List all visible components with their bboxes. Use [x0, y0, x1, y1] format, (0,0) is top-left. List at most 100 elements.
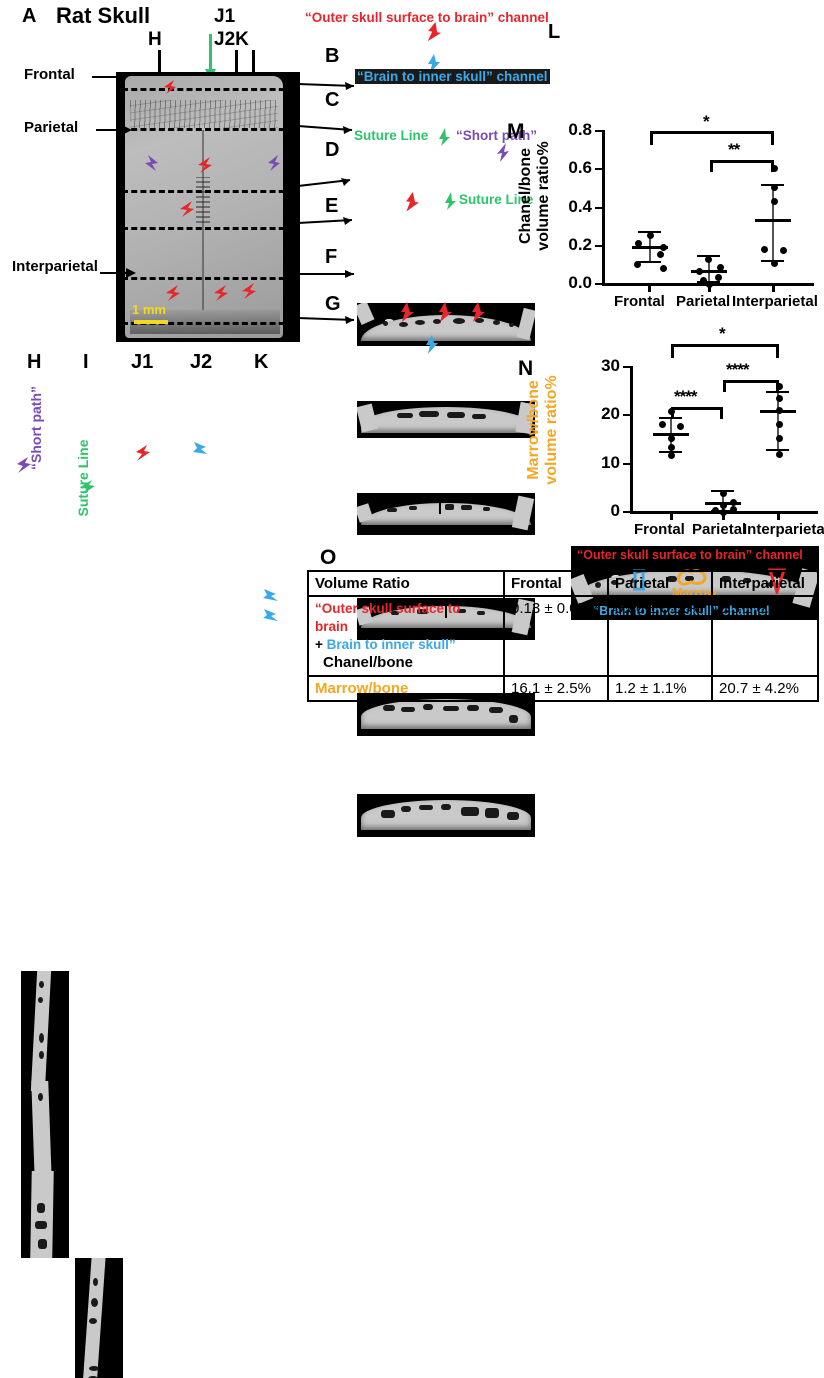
panel-a-title: Rat Skull	[56, 3, 151, 28]
marker-label-j2k: J2K	[214, 29, 249, 50]
table-cell-frontal-channel: 0.13 ± 0.05%	[503, 594, 609, 678]
section-line-d	[122, 190, 294, 193]
panel-m-point	[715, 274, 722, 281]
panel-m-point	[700, 277, 707, 284]
label-brain-to-inner-skull: Brain to inner skull”	[326, 636, 456, 652]
panel-n-point	[668, 444, 675, 451]
panel-g-red-arrow-1	[399, 302, 417, 329]
panel-m-point	[761, 246, 768, 253]
scale-bar-label: 1 mm	[132, 302, 166, 317]
red-arrow-interparietal-3	[238, 282, 257, 306]
panel-m-point	[634, 261, 641, 268]
panel-d-annotation-suture: Suture Line	[354, 128, 429, 143]
panel-n-ytick-30: 30	[601, 356, 620, 375]
panel-g-blue-arrow	[423, 334, 440, 360]
panel-m-xlabel-interparietal: Interparietal	[732, 293, 818, 310]
red-arrow-interparietal-1	[162, 284, 181, 308]
panel-label-e: E	[325, 195, 339, 217]
panel-n-point	[776, 383, 783, 390]
panel-m-bracket-frontal-interparietal	[650, 131, 774, 145]
section-line-b	[122, 88, 294, 91]
panel-g-image	[357, 794, 535, 837]
panel-d-purple-arrow	[494, 142, 511, 168]
red-arrow-frontal	[160, 79, 177, 101]
section-line-g	[122, 322, 294, 325]
marker-label-j1: J1	[214, 6, 236, 27]
panel-l-top-annotation: “Outer skull surface to brain” channel	[577, 548, 803, 562]
panel-g-red-arrow-2	[437, 302, 455, 329]
panel-k-blue-arrow-2	[261, 606, 281, 629]
panel-m-point	[780, 247, 787, 254]
red-arrow-interparietal-2	[210, 284, 229, 308]
panel-m-ytick-0.0: 0.0	[568, 273, 592, 292]
panel-m-ytick-0.6: 0.6	[568, 158, 592, 177]
panel-label-n: N	[518, 357, 534, 380]
table-cell-interparietal-channel: 0.3 ± 0.2%	[711, 594, 819, 678]
panel-n-point	[776, 421, 783, 428]
scale-bar	[134, 320, 168, 324]
table-header-parietal: Parietal	[607, 570, 713, 597]
region-label-frontal: Frontal	[24, 66, 75, 83]
panel-k-blue-arrow-1	[261, 586, 281, 609]
panel-m-point	[647, 232, 654, 239]
panel-m-point	[635, 240, 642, 247]
panel-e-red-arrow	[404, 191, 422, 219]
panel-label-j1: J1	[131, 351, 154, 373]
panel-label-a: A	[22, 5, 37, 27]
panel-m-point	[696, 268, 703, 275]
region-arrow-interparietal	[100, 266, 136, 285]
table-cell-parietal-channel: 0.06 ± 0.05%	[607, 594, 713, 678]
panel-label-i: I	[83, 351, 89, 373]
panel-m-point	[771, 165, 778, 172]
red-arrow-parietal-mid	[194, 156, 213, 180]
leader-lines-b-to-g	[297, 82, 355, 324]
panel-m-point	[657, 251, 664, 258]
panel-label-b: B	[325, 45, 340, 67]
table-header-frontal: Frontal	[503, 570, 609, 597]
label-channel-bone: Chanel/bone	[323, 653, 414, 671]
panel-n-point	[730, 499, 737, 506]
panel-n-xlabel-frontal: Frontal	[634, 521, 685, 538]
panel-n-bracket-frontal-parietal	[671, 407, 723, 419]
panel-label-l: L	[548, 21, 561, 43]
marker-label-h: H	[148, 29, 162, 50]
label-plus: +	[315, 636, 327, 652]
panel-e-green-arrow	[443, 191, 458, 216]
panel-b-red-arrow	[426, 21, 444, 49]
panel-label-d: D	[325, 139, 340, 161]
label-outer-skull-to-brain: “Outer skull surface to brain	[315, 601, 461, 634]
panel-m-xlabel-parietal: Parietal	[676, 293, 731, 310]
panel-b-bottom-annotation: “Brain to inner skull” channel	[355, 69, 550, 84]
panel-d-annotation-shortpath: “Short path”	[456, 128, 537, 143]
panel-b-top-annotation: “Outer skull surface to brain” channel	[305, 10, 549, 25]
panel-n-bracket-frontal-interparietal	[671, 344, 779, 358]
panel-n-point	[776, 407, 783, 414]
panel-e-annotation-suture: Suture Line	[459, 192, 534, 207]
region-label-parietal: Parietal	[24, 119, 79, 136]
panel-label-o: O	[320, 546, 337, 569]
panel-n-point	[730, 506, 737, 513]
panel-j1-red-arrow	[131, 443, 151, 468]
panel-g-red-arrow-3	[470, 302, 488, 329]
panel-n-point	[659, 421, 666, 428]
panel-n-bracket-parietal-interparietal	[723, 380, 779, 392]
panel-n-xlabel-parietal: Parietal	[692, 521, 747, 538]
panel-label-k: K	[254, 351, 269, 373]
panel-o-table-wrap: Volume Ratio Frontal Parietal Interparie…	[307, 570, 819, 703]
panel-n-point	[668, 452, 675, 459]
panel-n-point	[677, 423, 684, 430]
panel-n-point	[776, 451, 783, 458]
panel-m-point	[717, 264, 724, 271]
panel-m-bracket-parietal-interparietal	[710, 160, 774, 172]
panel-m-point	[771, 184, 778, 191]
panel-b-blue-arrow	[425, 53, 442, 79]
panel-h-image	[21, 971, 69, 1258]
table-header-interparietal: Interparietal	[711, 570, 819, 597]
table-cell-channel-bone-name: “Outer skull surface to brain + Brain to…	[307, 594, 505, 678]
region-arrow-frontal	[92, 70, 128, 89]
panel-label-m: M	[507, 120, 525, 143]
panel-label-j2: J2	[190, 351, 213, 373]
panel-h-purple-arrow	[12, 455, 32, 480]
section-line-c	[122, 128, 294, 131]
panel-n-sig-1: *	[719, 324, 726, 343]
